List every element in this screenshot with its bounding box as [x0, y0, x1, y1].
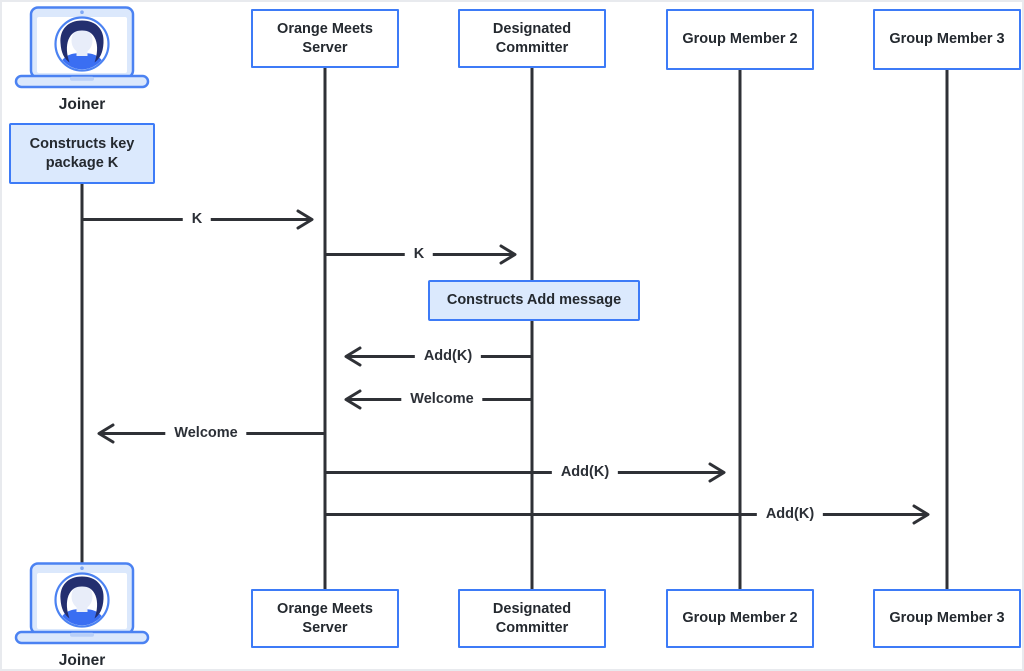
actor-box-member2-bottom: Group Member 2 — [666, 589, 814, 648]
actor-box-committer-top: Designated Committer — [458, 9, 606, 68]
message-label-k-2: K — [404, 246, 434, 262]
laptop-user-icon — [14, 562, 150, 645]
message-label-welcome-1: Welcome — [401, 391, 483, 407]
message-label-addk-2: Add(K) — [551, 464, 619, 480]
laptop-user-icon — [14, 6, 150, 89]
actor-box-server-top: Orange Meets Server — [251, 9, 399, 68]
message-label-addk-3: Add(K) — [756, 506, 824, 522]
actor-box-member2-top: Group Member 2 — [666, 9, 814, 70]
message-label-welcome-2: Welcome — [165, 425, 247, 441]
message-label-k-1: K — [182, 211, 212, 227]
actor-label-joiner-top: Joiner — [58, 96, 106, 113]
note-constructs-add-message: Constructs Add message — [428, 280, 640, 321]
actor-box-server-bottom: Orange Meets Server — [251, 589, 399, 648]
message-label-addk-1: Add(K) — [414, 348, 482, 364]
actor-box-committer-bottom: Designated Committer — [458, 589, 606, 648]
actor-box-member3-top: Group Member 3 — [873, 9, 1021, 70]
actor-box-member3-bottom: Group Member 3 — [873, 589, 1021, 648]
note-constructs-key-package: Constructs key package K — [9, 123, 155, 184]
actor-label-joiner-bottom: Joiner — [58, 652, 106, 669]
